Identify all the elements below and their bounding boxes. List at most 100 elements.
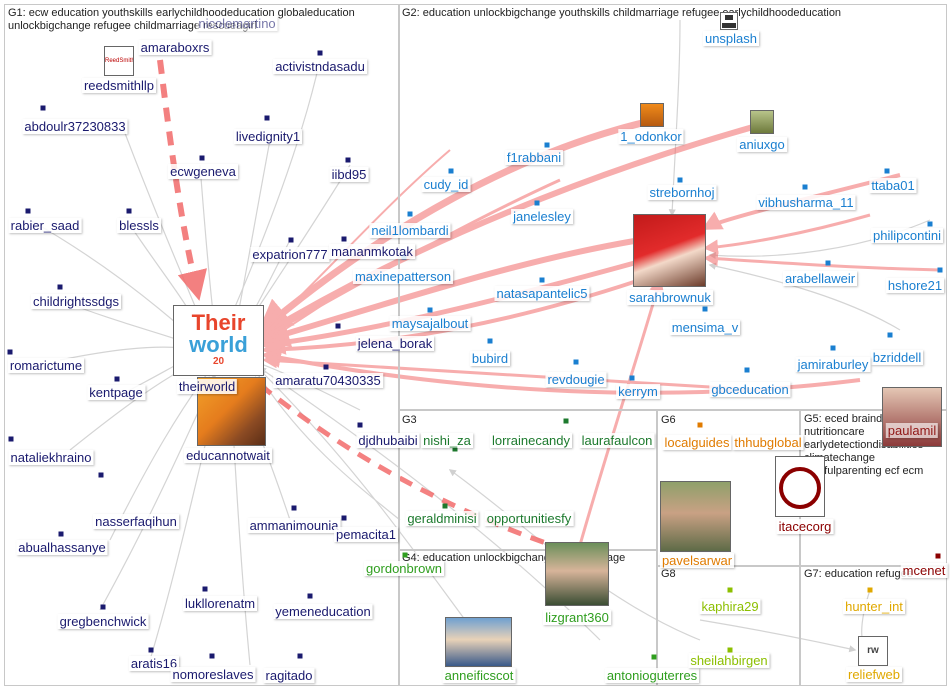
node-dot[interactable] (58, 531, 64, 537)
node-dot[interactable] (539, 277, 545, 283)
node-dot[interactable] (867, 587, 873, 593)
node-dot[interactable] (126, 208, 132, 214)
node-label-geraldminisi[interactable]: geraldminisi (405, 511, 479, 526)
node-label-janelesley[interactable]: janelesley (511, 209, 573, 224)
node-label-nicolemartino[interactable]: nicolemartino (196, 16, 278, 31)
node-label-reedsmithllp[interactable]: reedsmithllp (81, 78, 157, 93)
node-label-1_odonkor[interactable]: 1_odonkor (618, 129, 684, 144)
node-dot[interactable] (727, 587, 733, 593)
node-label-nasserfaqihun[interactable]: nasserfaqihun (93, 514, 179, 529)
node-label-jelena_borak[interactable]: jelena_borak (355, 336, 435, 351)
seal-logo-icon[interactable] (775, 456, 825, 517)
node-label-revdougie[interactable]: revdougie (545, 372, 607, 387)
node-dot[interactable] (744, 367, 750, 373)
node-dot[interactable] (407, 211, 413, 217)
node-dot[interactable] (148, 647, 154, 653)
node-dot[interactable] (534, 200, 540, 206)
node-dot[interactable] (264, 115, 270, 121)
node-dot[interactable] (702, 306, 708, 312)
reliefweb-logo-icon[interactable]: rw (858, 636, 888, 666)
node-label-theirworld[interactable]: theirworld (176, 379, 238, 394)
reedsmith-logo-icon[interactable]: ReedSmith (104, 46, 134, 76)
node-label-philipcontini[interactable]: philipcontini (871, 228, 943, 243)
node-label-aniuxgo[interactable]: aniuxgo (737, 137, 787, 152)
node-dot[interactable] (345, 157, 351, 163)
node-dot[interactable] (487, 338, 493, 344)
node-dot[interactable] (341, 236, 347, 242)
node-dot[interactable] (323, 364, 329, 370)
node-dot[interactable] (544, 142, 550, 148)
node-label-abdoulr37230833[interactable]: abdoulr37230833 (22, 119, 128, 134)
node-dot[interactable] (199, 155, 205, 161)
node-dot[interactable] (7, 349, 13, 355)
node-label-amaraboxrs[interactable]: amaraboxrs (138, 40, 212, 55)
node-label-maxinepatterson[interactable]: maxinepatterson (352, 269, 454, 284)
node-dot[interactable] (202, 586, 208, 592)
node-dot[interactable] (291, 505, 297, 511)
node-dot[interactable] (427, 307, 433, 313)
node-label-lorrainecandy[interactable]: lorrainecandy (489, 433, 573, 448)
node-label-nishi_za[interactable]: nishi_za (421, 433, 473, 448)
node-label-unsplash[interactable]: unsplash (702, 31, 760, 46)
node-label-abualhassanye[interactable]: abualhassanye (16, 540, 108, 555)
node-label-nomoreslaves[interactable]: nomoreslaves (170, 667, 256, 682)
node-dot[interactable] (935, 553, 941, 559)
node-dot[interactable] (317, 50, 323, 56)
node-label-itacecorg[interactable]: itacecorg (776, 519, 834, 534)
node-label-aratis16[interactable]: aratis16 (128, 656, 180, 671)
node-label-mensima_v[interactable]: mensima_v (669, 320, 741, 335)
person-photo-icon-6[interactable] (445, 617, 512, 667)
node-label-pavelsarwar[interactable]: pavelsarwar (659, 553, 735, 568)
node-label-kentpage[interactable]: kentpage (87, 385, 145, 400)
node-dot[interactable] (937, 267, 943, 273)
node-dot[interactable] (677, 177, 683, 183)
node-dot[interactable] (100, 604, 106, 610)
node-dot[interactable] (927, 221, 933, 227)
node-label-ammanimounia[interactable]: ammanimounia (247, 518, 341, 533)
node-label-gordonbrown[interactable]: gordonbrown (364, 561, 444, 576)
node-label-kaphira29[interactable]: kaphira29 (699, 599, 761, 614)
node-dot[interactable] (629, 375, 635, 381)
node-label-hshore21[interactable]: hshore21 (885, 278, 945, 293)
node-label-sheilahbirgen[interactable]: sheilahbirgen (688, 653, 770, 668)
node-dot[interactable] (341, 515, 347, 521)
node-dot[interactable] (573, 359, 579, 365)
node-dot[interactable] (297, 653, 303, 659)
node-dot[interactable] (114, 376, 120, 382)
node-dot[interactable] (307, 593, 313, 599)
node-dot[interactable] (884, 168, 890, 174)
node-label-blessls[interactable]: blessls (117, 218, 161, 233)
node-label-activistndasadu[interactable]: activistndasadu (273, 59, 367, 74)
node-label-amaratu70430335[interactable]: amaratu70430335 (273, 373, 383, 388)
node-label-educannotwait[interactable]: educannotwait (184, 448, 272, 463)
node-dot[interactable] (57, 284, 63, 290)
node-label-ttaba01[interactable]: ttaba01 (869, 178, 917, 193)
node-label-opportunitiesfy[interactable]: opportunitiesfy (484, 511, 574, 526)
node-label-cudy_id[interactable]: cudy_id (421, 177, 471, 192)
node-dot[interactable] (335, 323, 341, 329)
node-label-vibhusharma_11[interactable]: vibhusharma_11 (756, 195, 856, 210)
node-label-f1rabbani[interactable]: f1rabbani (504, 150, 564, 165)
node-label-gregbenchwick[interactable]: gregbenchwick (57, 614, 149, 629)
node-label-gbceducation[interactable]: gbceducation (709, 382, 791, 397)
node-dot[interactable] (887, 332, 893, 338)
speaker-photo-icon[interactable] (633, 214, 706, 287)
node-label-expatrion777[interactable]: expatrion777 (250, 247, 330, 262)
person-photo-icon-1[interactable] (640, 103, 664, 127)
node-dot[interactable] (25, 208, 31, 214)
node-label-mananmkotak[interactable]: mananmkotak (329, 244, 415, 259)
node-label-strebornhoj[interactable]: strebornhoj (647, 185, 717, 200)
node-dot[interactable] (697, 422, 703, 428)
node-label-rabier_saad[interactable]: rabier_saad (8, 218, 82, 233)
node-label-ragitado[interactable]: ragitado (263, 668, 315, 683)
node-label-maysajalbout[interactable]: maysajalbout (389, 316, 471, 331)
node-label-neil1lombardi[interactable]: neil1lombardi (369, 223, 451, 238)
node-label-romarictume[interactable]: romarictume (7, 358, 85, 373)
node-label-bzriddell[interactable]: bzriddell (870, 350, 924, 365)
node-label-lukllorenatm[interactable]: lukllorenatm (182, 596, 258, 611)
node-label-jamiraburley[interactable]: jamiraburley (795, 357, 871, 372)
node-label-yemeneducation[interactable]: yemeneducation (273, 604, 373, 619)
node-dot[interactable] (288, 237, 294, 243)
node-label-sarahbrownuk[interactable]: sarahbrownuk (627, 290, 713, 305)
node-dot[interactable] (402, 552, 408, 558)
